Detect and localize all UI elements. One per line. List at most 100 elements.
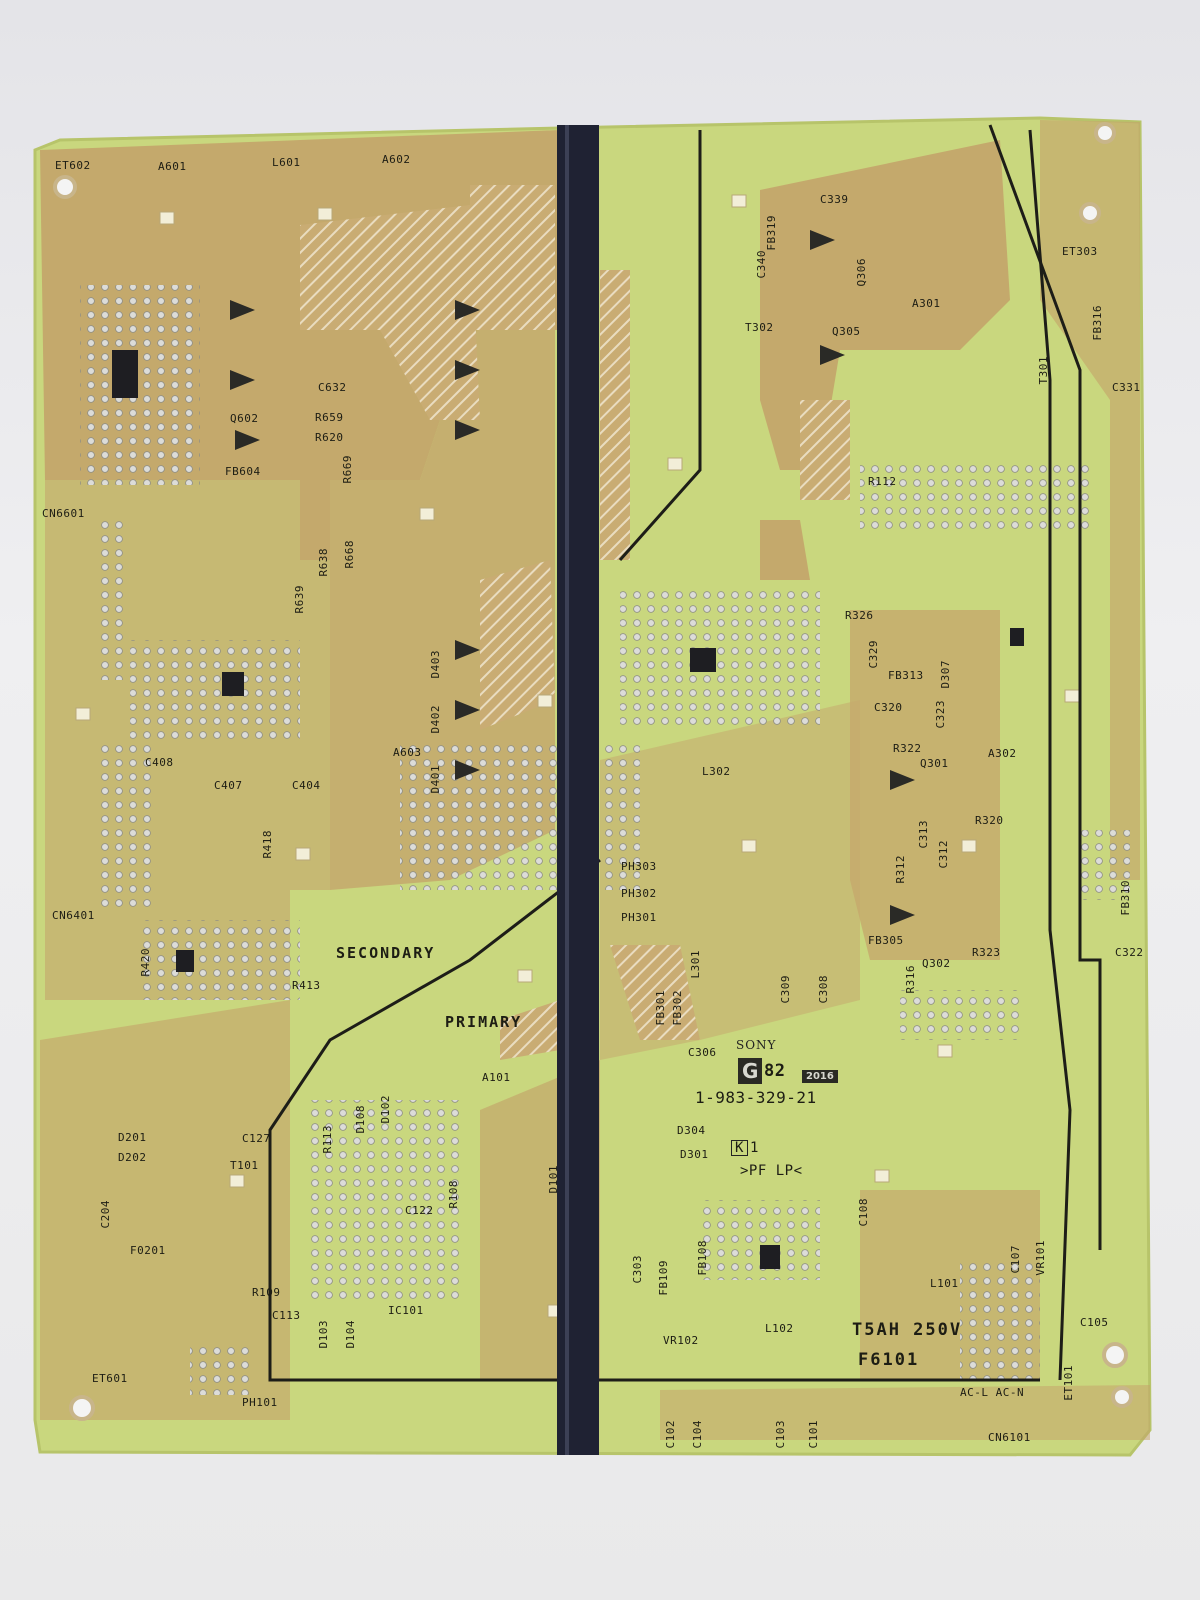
- ref-label: IC101: [388, 1304, 424, 1317]
- ref-label: Q302: [922, 957, 951, 970]
- hatched-copper: [300, 185, 850, 1060]
- ref-label: R326: [845, 609, 874, 622]
- ref-label: F0201: [130, 1244, 166, 1257]
- ref-label: FB305: [868, 934, 904, 947]
- ref-label: C113: [272, 1309, 301, 1322]
- ref-label: C331: [1112, 381, 1141, 394]
- ref-label: D202: [118, 1151, 147, 1164]
- ref-label: R668: [343, 540, 356, 569]
- ref-label: R109: [252, 1286, 281, 1299]
- ref-label: C105: [1080, 1316, 1109, 1329]
- primary-label: PRIMARY: [445, 1013, 523, 1031]
- ref-label: PH301: [621, 911, 657, 924]
- ref-label: D307: [939, 660, 952, 689]
- ref-label: A601: [158, 160, 187, 173]
- ref-label: C320: [874, 701, 903, 714]
- ref-label: CN6101: [988, 1431, 1031, 1444]
- ref-label: R659: [315, 411, 344, 424]
- ref-label: C323: [934, 700, 947, 729]
- ref-label: R639: [293, 585, 306, 614]
- ref-label: L302: [702, 765, 731, 778]
- ref-label: D301: [680, 1148, 709, 1161]
- ref-label: FB108: [696, 1240, 709, 1276]
- ref-label: ET101: [1062, 1365, 1075, 1401]
- ref-label: Q301: [920, 757, 949, 770]
- mounting-holes: [53, 122, 1133, 1421]
- ref-label: Q306: [855, 258, 868, 287]
- ref-label: D103: [317, 1320, 330, 1349]
- ref-label: C408: [145, 756, 174, 769]
- ref-label: C312: [937, 840, 950, 869]
- ref-label: R312: [894, 855, 907, 884]
- ref-label: CN6601: [42, 507, 85, 520]
- ref-label: D401: [429, 765, 442, 794]
- ref-label: ET602: [55, 159, 91, 172]
- ref-label: FB316: [1091, 305, 1104, 341]
- ref-label: PH101: [242, 1396, 278, 1409]
- ref-label: R323: [972, 946, 1001, 959]
- ref-label: C104: [691, 1420, 704, 1449]
- ref-label: L102: [765, 1322, 794, 1335]
- ref-label: R108: [447, 1180, 460, 1209]
- ref-label: C407: [214, 779, 243, 792]
- silkscreen-lines: [268, 124, 1102, 1382]
- ref-label: D402: [429, 705, 442, 734]
- ref-label: D108: [354, 1105, 367, 1134]
- ref-label: R320: [975, 814, 1004, 827]
- ref-label: R322: [893, 742, 922, 755]
- ref-label: FB109: [657, 1260, 670, 1296]
- ref-label: FB301: [654, 990, 667, 1026]
- ref-label: C107: [1009, 1245, 1022, 1274]
- ref-label: L101: [930, 1277, 959, 1290]
- ref-label: C313: [917, 820, 930, 849]
- isolation-tape: [557, 125, 599, 1455]
- ref-label: A101: [482, 1071, 511, 1084]
- ref-label: C103: [774, 1420, 787, 1449]
- ref-label: R112: [868, 475, 897, 488]
- ref-label: C102: [664, 1420, 677, 1449]
- ref-label: D101: [547, 1165, 560, 1194]
- year-marking: 2016: [802, 1070, 838, 1083]
- ref-label: R418: [261, 830, 274, 859]
- ref-label: FB604: [225, 465, 261, 478]
- ref-label: C632: [318, 381, 347, 394]
- ref-label: FB310: [1119, 880, 1132, 916]
- ref-label: FB302: [671, 990, 684, 1026]
- ref-label: R620: [315, 431, 344, 444]
- ref-label: D201: [118, 1131, 147, 1144]
- transistor-footprints: [230, 230, 915, 925]
- ref-label: C309: [779, 975, 792, 1004]
- ref-label: C101: [807, 1420, 820, 1449]
- ref-label: ET601: [92, 1372, 128, 1385]
- ref-label: A603: [393, 746, 422, 759]
- ic-chips: [112, 350, 1024, 1269]
- ref-label: C127: [242, 1132, 271, 1145]
- ref-label: C306: [688, 1046, 717, 1059]
- ref-label: C303: [631, 1255, 644, 1284]
- ref-label: PH303: [621, 860, 657, 873]
- ref-label: C122: [405, 1204, 434, 1217]
- ref-label: C339: [820, 193, 849, 206]
- ref-label: C340: [755, 250, 768, 279]
- ref-label: R316: [904, 965, 917, 994]
- ref-label: R413: [292, 979, 321, 992]
- ref-label: C308: [817, 975, 830, 1004]
- ref-label: R638: [317, 548, 330, 577]
- ref-label: FB313: [888, 669, 924, 682]
- ref-label: T101: [230, 1159, 259, 1172]
- brand-marking: SONY: [736, 1038, 777, 1052]
- ref-label: ET303: [1062, 245, 1098, 258]
- part-number: 1-983-329-21: [695, 1088, 817, 1107]
- secondary-label: SECONDARY: [336, 944, 436, 962]
- ref-label: A602: [382, 153, 411, 166]
- ref-label: L601: [272, 156, 301, 169]
- ref-label: Q602: [230, 412, 259, 425]
- ref-label: D102: [379, 1095, 392, 1124]
- ref-label: VR102: [663, 1334, 699, 1347]
- ref-label: FB319: [765, 215, 778, 251]
- ac-terminals: AC-L AC-N: [960, 1386, 1025, 1399]
- ref-label: D403: [429, 650, 442, 679]
- ref-label: R113: [321, 1125, 334, 1154]
- ref-label: D304: [677, 1124, 706, 1137]
